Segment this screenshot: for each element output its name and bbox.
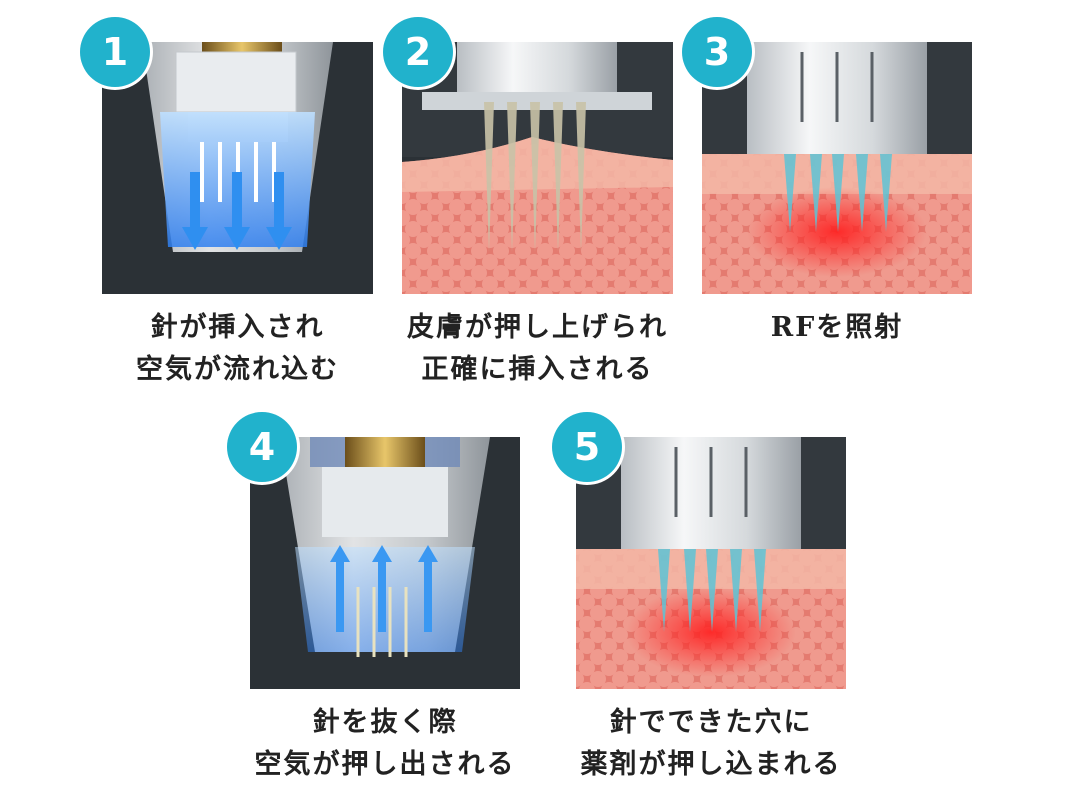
step-number-badge: 3: [682, 17, 752, 87]
needle-icon: [356, 587, 408, 657]
air-arrow-icon: [330, 545, 438, 632]
step-4-illustration: [250, 437, 520, 689]
step-1-caption: 針が挿入され 空気が流れ込む: [136, 312, 339, 385]
step-5-illustration: [576, 437, 846, 689]
needle-icon: [484, 102, 586, 252]
step-1-illustration: [102, 42, 373, 294]
step-3-illustration: [702, 42, 972, 294]
step-number-badge: 4: [227, 412, 297, 482]
step-2-caption: 皮膚が押し上げられ 正確に挿入される: [407, 312, 668, 385]
step-number-badge: 2: [383, 17, 453, 87]
step-5-caption: 針でできた穴に 薬剤が押し込まれる: [580, 707, 842, 780]
step-4-caption: 針を抜く際 空気が押し出される: [254, 707, 516, 780]
step-number-badge: 5: [552, 412, 622, 482]
air-arrow-icon: [182, 172, 292, 250]
needle-icon: [658, 549, 766, 632]
needle-icon: [784, 154, 892, 232]
step-3-caption: RFを照射: [770, 312, 904, 343]
step-2-illustration: [402, 42, 673, 294]
step-number-badge: 1: [80, 17, 150, 87]
